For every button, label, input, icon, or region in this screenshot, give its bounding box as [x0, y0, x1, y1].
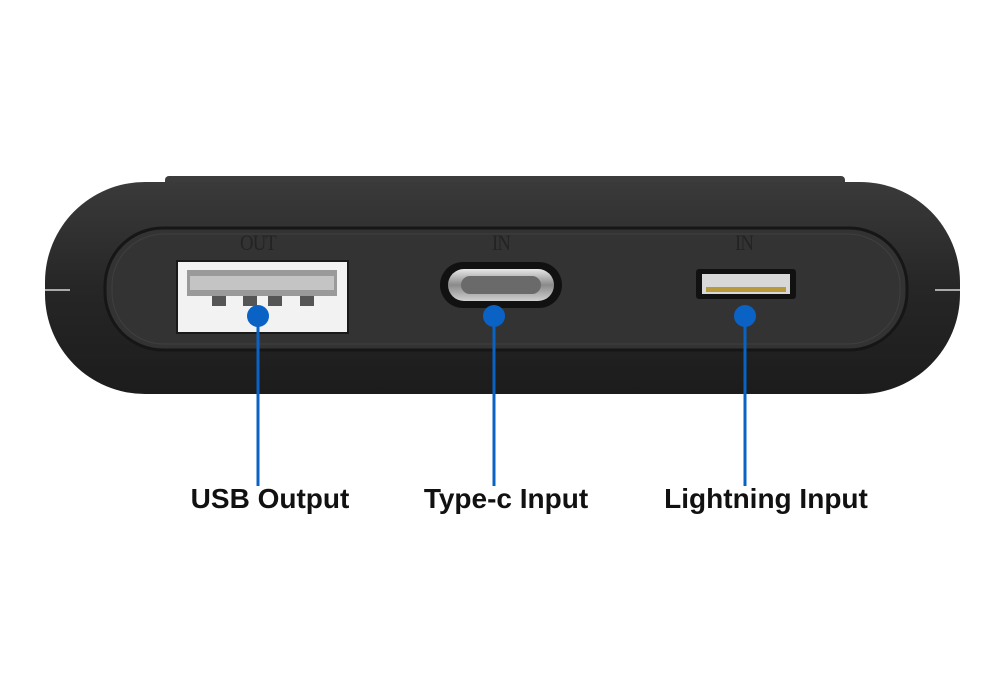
lightning-port	[696, 269, 796, 299]
usb-c-port	[440, 262, 562, 308]
port-marking-in-lightning: IN	[734, 230, 754, 255]
callout-dot	[483, 305, 505, 327]
callout-lightning-input: Lightning Input	[664, 483, 868, 514]
usb-a-port	[176, 260, 349, 334]
callout-typec-input: Type-c Input	[423, 483, 589, 514]
callout-usb-output: USB Output	[190, 483, 350, 514]
port-marking-out: OUT	[240, 230, 277, 255]
callout-dot	[247, 305, 269, 327]
callout-dot	[734, 305, 756, 327]
port-marking-in-typec: IN	[491, 230, 511, 255]
